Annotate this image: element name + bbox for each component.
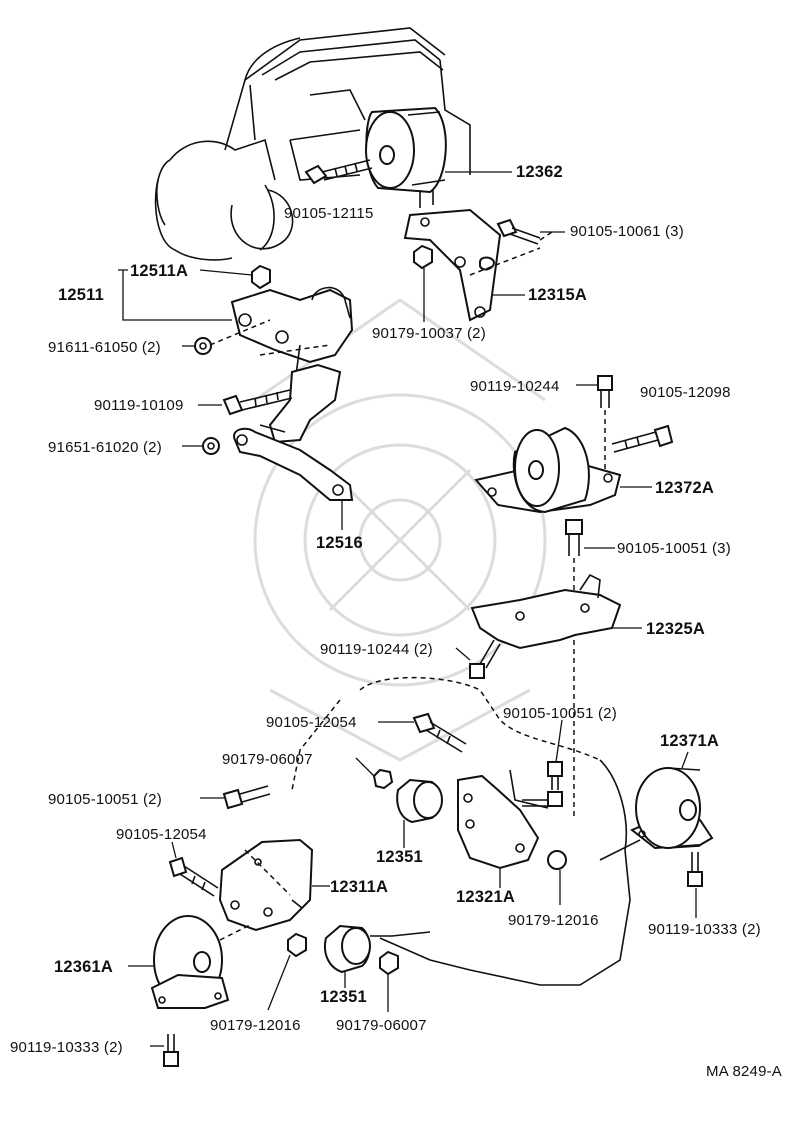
label-90105-10051-left: 90105-10051 (2) [48,791,162,808]
bracket-12315A [403,208,502,322]
label-90119-10109: 90119-10109 [94,397,184,414]
label-90105-10051-3: 90105-10051 (3) [617,540,731,557]
nut-90179-12016-right [547,850,567,870]
watermark-emblem [253,298,547,762]
nut-90179-10037 [413,244,433,270]
label-90179-06007-lower: 90179-06007 [336,1017,427,1034]
label-12361A: 12361A [54,958,113,976]
nut-91651-61020 [202,437,220,455]
nut-90179-06007-upper [372,768,394,790]
insulator-12351-upper [396,778,443,824]
label-12372A: 12372A [655,479,714,497]
mount-12372A [474,426,622,514]
insulator-12351-lower [324,924,371,974]
bolt-90105-12115 [304,159,373,185]
bolt-90119-10333-right [687,852,703,887]
label-90119-10333-left: 90119-10333 (2) [10,1039,123,1056]
mount-12371A [630,767,714,850]
label-12362: 12362 [516,163,563,181]
label-91611-61050: 91611-61050 (2) [48,339,161,356]
bracket-12321A [457,774,540,870]
nut-90179-12016-left [287,932,307,958]
bracket-lower-12516 [233,363,354,501]
mount-12361A [150,915,251,1009]
label-90105-10061: 90105-10061 (3) [570,223,684,240]
label-12351-lower: 12351 [320,988,367,1006]
bolt-90105-10051-mid [565,519,583,600]
bolt-90105-12098 [611,424,674,453]
label-12311A: 12311A [330,878,388,896]
label-90105-10051-2: 90105-10051 (2) [503,705,617,722]
label-12351-upper: 12351 [376,848,423,866]
nut-12511A [251,264,271,290]
label-90105-12054-left: 90105-12054 [116,826,207,843]
label-90105-12098: 90105-12098 [640,384,731,401]
bracket-12325A [470,573,622,820]
bolt-90105-12054-left [168,856,219,897]
bolt-90105-10051-left [222,785,271,810]
label-12516: 12516 [316,534,363,552]
part-labels: 12362 90105-12115 90105-10061 (3) 12315A… [10,163,782,1080]
bolt-90119-10244-top [597,375,613,470]
label-90179-06007-upper: 90179-06007 [222,751,313,768]
nut-91611-61050 [194,337,212,355]
diagram-id-label: MA 8249-A [706,1063,782,1080]
bolt-90119-10109 [222,389,293,416]
bolt-90105-12054-upper [412,712,467,753]
label-90105-12115: 90105-12115 [284,205,374,222]
label-12325A: 12325A [646,620,705,638]
bolt-90119-10333-left [163,1034,179,1067]
bracket-12311A [218,838,314,932]
label-12315A: 12315A [528,286,587,304]
label-12321A: 12321A [456,888,515,906]
label-90105-12054-upper: 90105-12054 [266,714,357,731]
bolt-90105-10051-right [522,761,563,807]
label-90119-10244-2: 90119-10244 (2) [320,641,433,658]
label-12511: 12511 [58,286,104,304]
label-90179-12016-left: 90179-12016 [210,1017,301,1034]
bracket-12511 [209,286,354,376]
nut-90179-06007-lower [379,950,399,976]
label-12371A: 12371A [660,732,719,750]
bolt-90105-10061 [469,218,556,276]
label-90179-12016-right: 90179-12016 [508,912,599,929]
transaxle-outline [154,27,471,261]
label-90119-10244: 90119-10244 [470,378,560,395]
bolt-90119-10244-pair [469,639,501,679]
label-91651-61020: 91651-61020 (2) [48,439,162,456]
label-90119-10333-right: 90119-10333 (2) [648,921,761,938]
mount-12362 [365,106,447,208]
label-90179-10037: 90179-10037 (2) [372,325,486,342]
engine-lower-outline [291,676,641,986]
label-12511A: 12511A [130,262,188,280]
